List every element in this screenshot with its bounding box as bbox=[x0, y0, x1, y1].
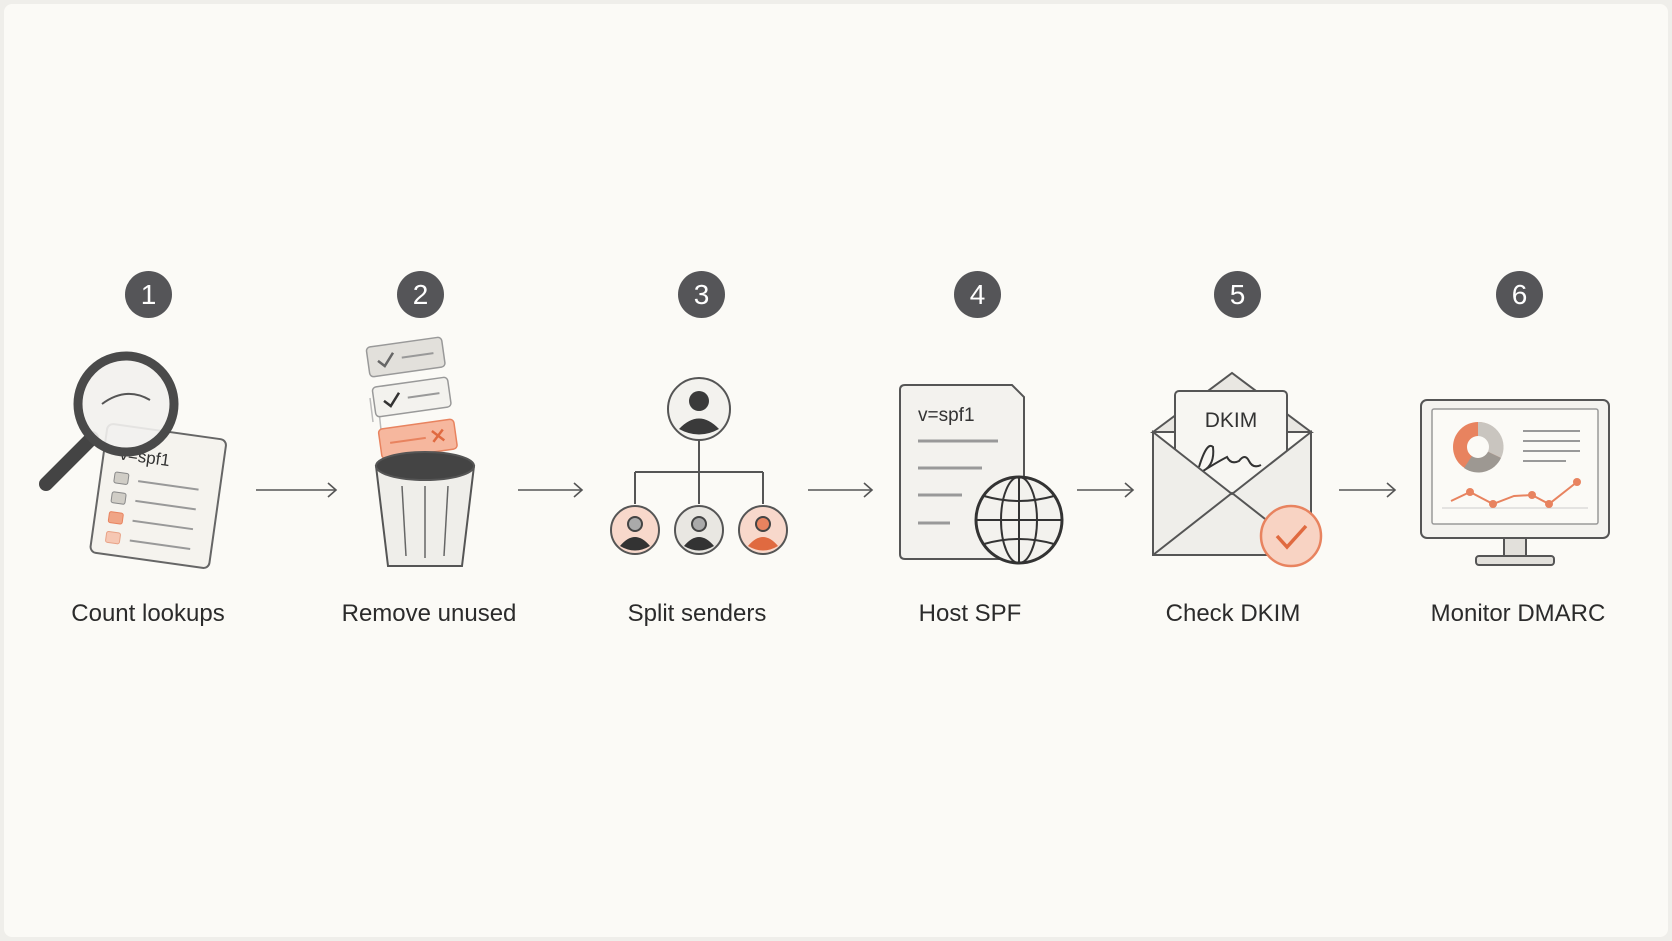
step-1-label: Count lookups bbox=[71, 600, 225, 627]
arrow-1-to-2 bbox=[256, 482, 338, 498]
step-3-label: Split senders bbox=[627, 600, 767, 627]
sender-tree-icon bbox=[610, 377, 788, 555]
step-6-badge: 6 bbox=[1496, 271, 1543, 318]
diagram-canvas: 1 v=spf1 Count bbox=[4, 4, 1668, 937]
step-3-badge: 3 bbox=[678, 271, 725, 318]
trash-bin-checklist-icon bbox=[365, 336, 476, 567]
hosted-record-globe-icon: v=spf1 bbox=[899, 384, 1064, 565]
step-2-label: Remove unused bbox=[341, 600, 517, 627]
step-2-badge: 2 bbox=[397, 271, 444, 318]
arrow-5-to-6 bbox=[1339, 482, 1397, 498]
arrow-2-to-3 bbox=[518, 482, 584, 498]
dkim-envelope-check-icon: DKIM bbox=[1149, 371, 1323, 568]
magnifier-spf-record-icon: v=spf1 bbox=[39, 351, 227, 569]
step-6-label: Monitor DMARC bbox=[1430, 600, 1606, 627]
step-4-badge: 4 bbox=[954, 271, 1001, 318]
arrow-3-to-4 bbox=[808, 482, 874, 498]
step-4-doc-text: v=spf1 bbox=[918, 405, 975, 426]
step-4-label: Host SPF bbox=[918, 600, 1022, 627]
step-1-badge: 1 bbox=[125, 271, 172, 318]
step-5-label: Check DKIM bbox=[1165, 600, 1301, 627]
step-5-doc-text: DKIM bbox=[1205, 409, 1258, 432]
monitor-report-icon bbox=[1420, 399, 1610, 566]
step-5-badge: 5 bbox=[1214, 271, 1261, 318]
arrow-4-to-5 bbox=[1077, 482, 1135, 498]
